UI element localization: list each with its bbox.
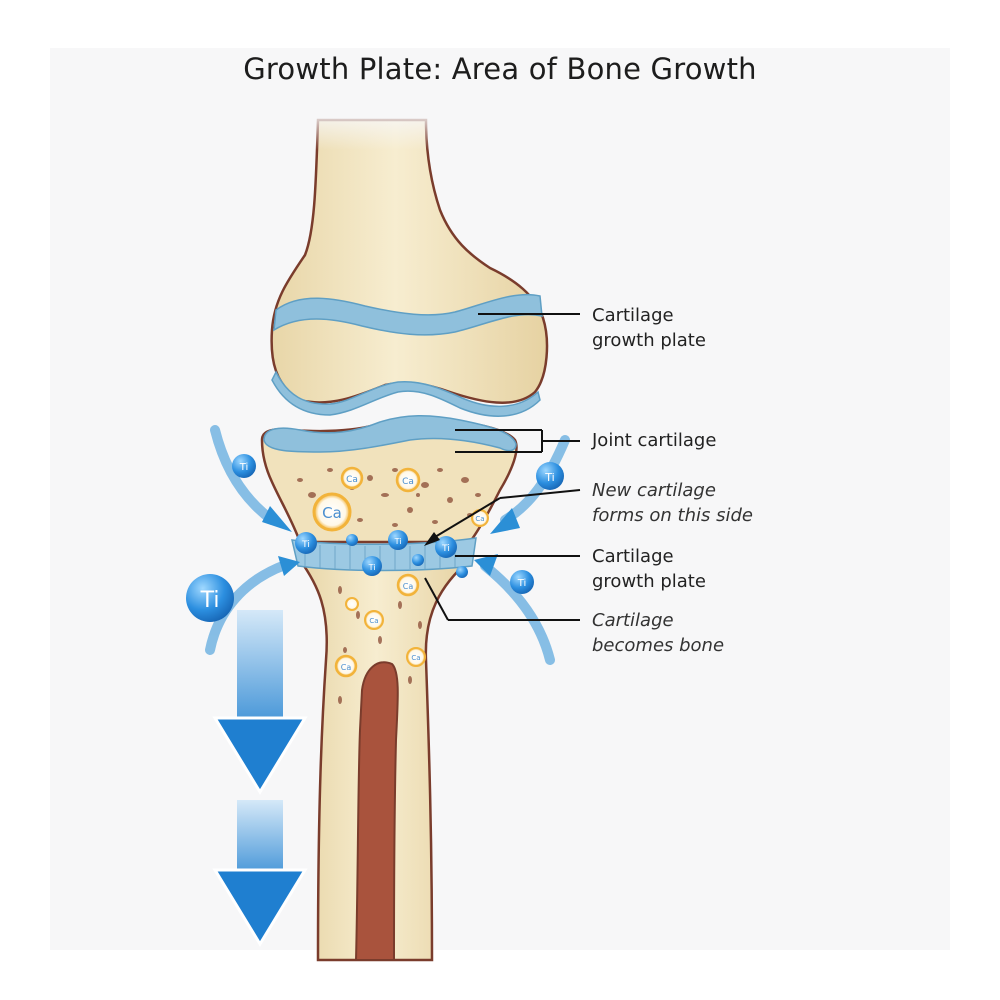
svg-text:Ti: Ti bbox=[517, 578, 527, 589]
svg-text:Ca: Ca bbox=[369, 617, 378, 625]
marrow-cavity bbox=[354, 661, 399, 961]
svg-text:Ti: Ti bbox=[394, 537, 402, 546]
svg-text:Ca: Ca bbox=[411, 654, 420, 662]
titanium-markers: Ti Ti Ti Ti Ti Ti Ti Ti bbox=[186, 454, 564, 622]
leader-lines bbox=[424, 313, 581, 621]
growth-direction-arrows bbox=[212, 610, 308, 947]
svg-text:Ca: Ca bbox=[341, 663, 352, 672]
diagram-title: Growth Plate: Area of Bone Growth bbox=[243, 52, 757, 86]
label-joint-cartilage: Joint cartilage bbox=[592, 430, 717, 451]
svg-text:Ti: Ti bbox=[301, 540, 310, 550]
svg-text:Ti: Ti bbox=[239, 462, 249, 473]
femur-growth-plate bbox=[273, 293, 543, 336]
svg-text:Ca: Ca bbox=[403, 582, 414, 591]
calcium-markers: Ca Ca Ca Ca Ca Ca Ca Ca bbox=[312, 466, 489, 678]
incoming-arrows bbox=[205, 425, 570, 665]
femur-joint-cartilage bbox=[271, 370, 541, 417]
svg-text:Ti: Ti bbox=[544, 471, 554, 484]
svg-text:Ca: Ca bbox=[475, 515, 484, 523]
svg-text:Ca: Ca bbox=[402, 477, 414, 487]
svg-text:Ti: Ti bbox=[368, 563, 376, 572]
svg-text:Ca: Ca bbox=[322, 504, 342, 522]
femur bbox=[270, 118, 549, 404]
tibia-joint-cartilage bbox=[263, 415, 517, 453]
svg-text:Ca: Ca bbox=[346, 475, 358, 485]
svg-text:Ti: Ti bbox=[200, 588, 220, 613]
svg-text:Ti: Ti bbox=[441, 544, 450, 554]
